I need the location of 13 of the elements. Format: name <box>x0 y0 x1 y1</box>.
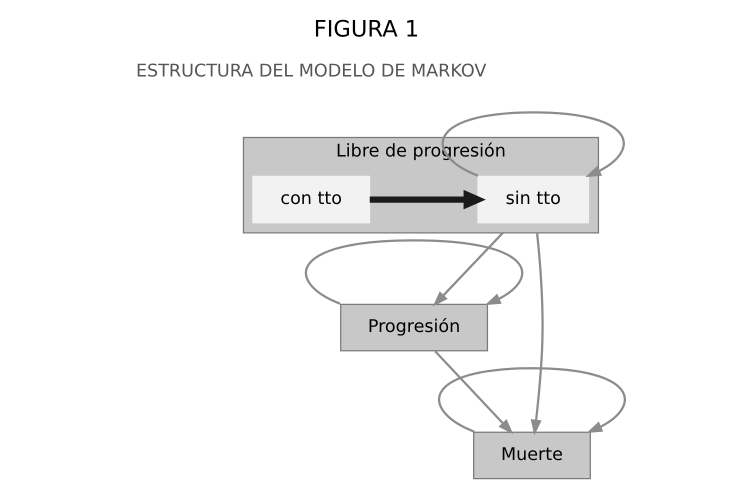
arrow <box>304 239 522 306</box>
arrow <box>369 190 486 210</box>
diagram-title: FIGURA 1 <box>313 16 419 42</box>
arrow <box>432 232 504 307</box>
arrow <box>438 367 626 434</box>
node-box: con tto <box>252 176 370 224</box>
arrow <box>441 111 624 178</box>
arrow <box>530 232 544 436</box>
arrow <box>434 350 513 434</box>
label: ESTRUCTURA DEL MODELO DE MARKOV <box>135 61 486 82</box>
node-box: sin tto <box>476 176 589 224</box>
node-box: Progresión <box>340 304 488 352</box>
node-box: Muerte <box>472 432 590 480</box>
